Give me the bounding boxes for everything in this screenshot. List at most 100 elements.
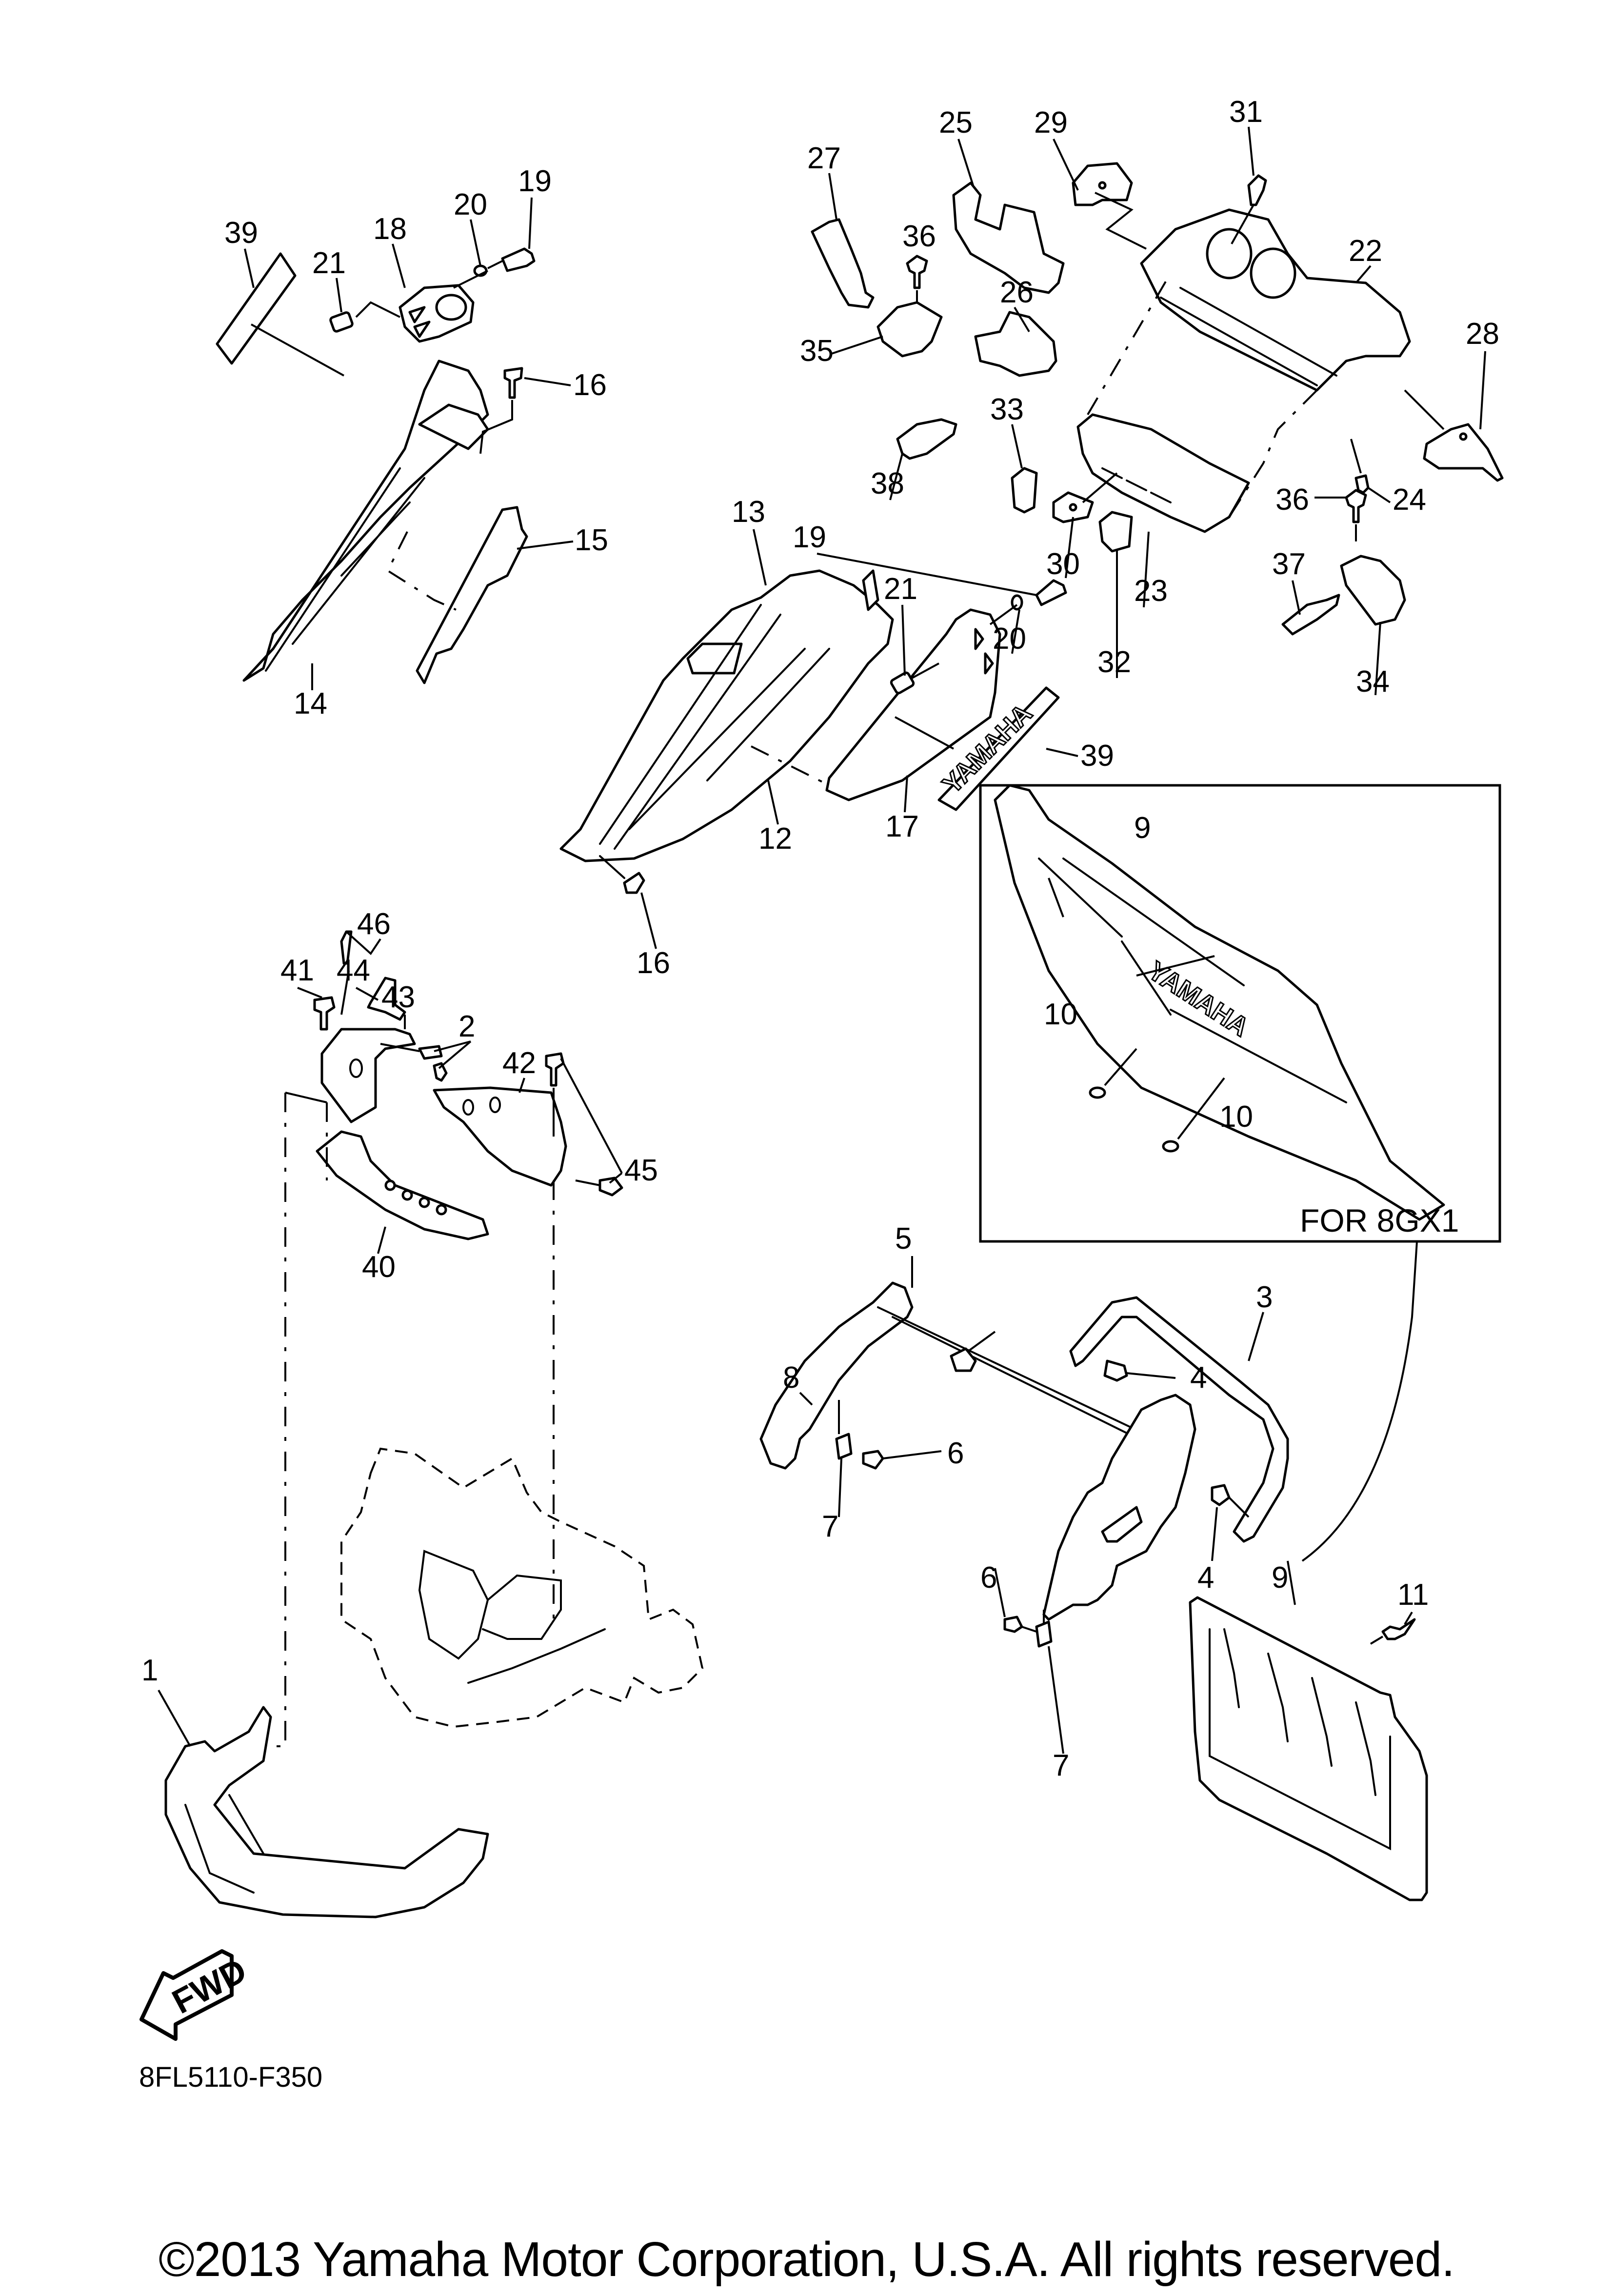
part-17-side-panel (825, 608, 1001, 801)
callout-22: 22 (1349, 234, 1382, 268)
part-22-meter-housing (1140, 208, 1411, 392)
part-26-cover (974, 311, 1057, 377)
callout-13: 13 (732, 495, 765, 529)
callout-23: 23 (1134, 574, 1168, 608)
callout-9-inset: 9 (1134, 811, 1151, 845)
part-6-bolt-lower (1003, 1616, 1023, 1633)
part-42-bracket (433, 1086, 567, 1187)
part-36-clip-upper (906, 255, 928, 289)
part-21-nut-center (890, 671, 915, 695)
fwd-direction-arrow: FWD (139, 1949, 253, 2041)
callout-labels: 39 21 18 20 19 16 15 14 2 7 25 29 3 1 36 2… (141, 95, 1499, 1782)
callout-35: 35 (800, 334, 834, 368)
callout-43: 43 (381, 980, 415, 1014)
callout-7a: 7 (822, 1510, 838, 1543)
part-11-rivet (1381, 1618, 1416, 1640)
frame-reference-hidden (340, 1447, 704, 1728)
callout-45: 45 (624, 1154, 658, 1187)
part-5-crossbar (877, 1306, 1169, 1455)
part-15-guard (416, 506, 528, 684)
part-21-nut-left (329, 311, 354, 333)
callout-20b: 20 (993, 622, 1026, 656)
callout-26: 26 (1000, 276, 1034, 309)
part-35-clamp (876, 301, 943, 358)
part-6-bolt-upper (862, 1450, 884, 1470)
assembly-line-12-17 (751, 745, 830, 786)
callout-10a: 10 (1044, 998, 1077, 1031)
part-38-bracket (896, 418, 957, 460)
part-8-spacer (950, 1347, 977, 1372)
callout-11: 11 (1397, 1578, 1429, 1612)
callout-41: 41 (280, 954, 314, 987)
callout-15: 15 (575, 523, 608, 557)
part-41-bolt (313, 996, 336, 1031)
diagram-code: 8FL5110-F350 (139, 2061, 323, 2093)
callout-42: 42 (502, 1046, 536, 1080)
part-7-nut-lower (1035, 1620, 1053, 1648)
part-31-screw (1247, 174, 1267, 206)
callout-10b: 10 (1219, 1100, 1253, 1134)
part-3-bar (1069, 1296, 1289, 1543)
callout-20a: 20 (454, 188, 487, 221)
callout-19b: 19 (793, 520, 826, 554)
inset-caption: FOR 8GX1 (1300, 1202, 1459, 1238)
assembly-line-left (268, 1093, 286, 1747)
part-16-bolt-upper (503, 367, 523, 399)
part-25-cover (952, 181, 1065, 294)
part-39-decal-left (216, 252, 297, 365)
callout-2: 2 (458, 1010, 475, 1043)
callout-33: 33 (990, 393, 1024, 426)
part-13-upper-cowl (559, 569, 894, 862)
part-45-bolts (545, 1052, 623, 1197)
part-1-bumper (164, 1706, 489, 1918)
callout-4a: 4 (1190, 1361, 1207, 1395)
callout-37: 37 (1272, 547, 1306, 581)
part-5-trim (759, 1281, 914, 1470)
callout-3: 3 (1256, 1280, 1273, 1314)
part-29-cover (1072, 162, 1133, 206)
callout-14: 14 (294, 687, 327, 720)
callout-39a: 39 (224, 216, 258, 250)
part-10-grommet-b (1162, 1140, 1179, 1153)
callout-30: 30 (1046, 547, 1080, 581)
callout-4b: 4 (1197, 1561, 1214, 1595)
part-23-panel (1076, 413, 1250, 533)
part-16-bolt-lower (599, 855, 645, 894)
part-32-grommet (1098, 511, 1133, 553)
callout-19a: 19 (518, 164, 552, 198)
callout-25: 25 (939, 106, 973, 140)
part-28-cover (1423, 423, 1504, 482)
callout-24: 24 (1393, 483, 1426, 517)
callout-18: 18 (373, 212, 407, 246)
part-36-clip-lower (1345, 489, 1367, 523)
part-18-bracket (398, 284, 475, 343)
leader-39-to-14 (251, 323, 344, 377)
callout-leaders (158, 126, 1486, 1754)
part-46-rivet (340, 930, 353, 965)
callout-29: 29 (1034, 106, 1068, 140)
part-34-clamp (1340, 555, 1406, 626)
part-37-bracket (1281, 594, 1340, 636)
callout-36a: 36 (902, 220, 936, 253)
callout-34: 34 (1356, 665, 1390, 699)
callout-9: 9 (1272, 1561, 1288, 1595)
callout-1: 1 (141, 1654, 158, 1687)
inset-connector (1301, 1241, 1418, 1562)
part-14-side-cover (242, 359, 489, 682)
callout-8: 8 (783, 1361, 799, 1395)
part-9-mudflap (1189, 1596, 1428, 1901)
callout-21b: 21 (884, 572, 917, 606)
copyright-notice: ©2013 Yamaha Motor Corporation, U.S.A. A… (159, 2232, 1455, 2287)
part-44-bracket (367, 977, 406, 1021)
callout-12: 12 (758, 822, 792, 856)
part-19-bolt-left (501, 247, 536, 272)
part-27-cover (811, 218, 875, 309)
part-24-pin (1354, 474, 1370, 494)
part-19-bolt-center (1035, 579, 1067, 606)
part-4-bolt-lower (1211, 1484, 1231, 1506)
assembly-line-23-22 (1087, 272, 1172, 416)
part-10-grommet-a (1089, 1086, 1106, 1099)
callout-40: 40 (362, 1250, 396, 1284)
callout-16b: 16 (637, 946, 670, 980)
